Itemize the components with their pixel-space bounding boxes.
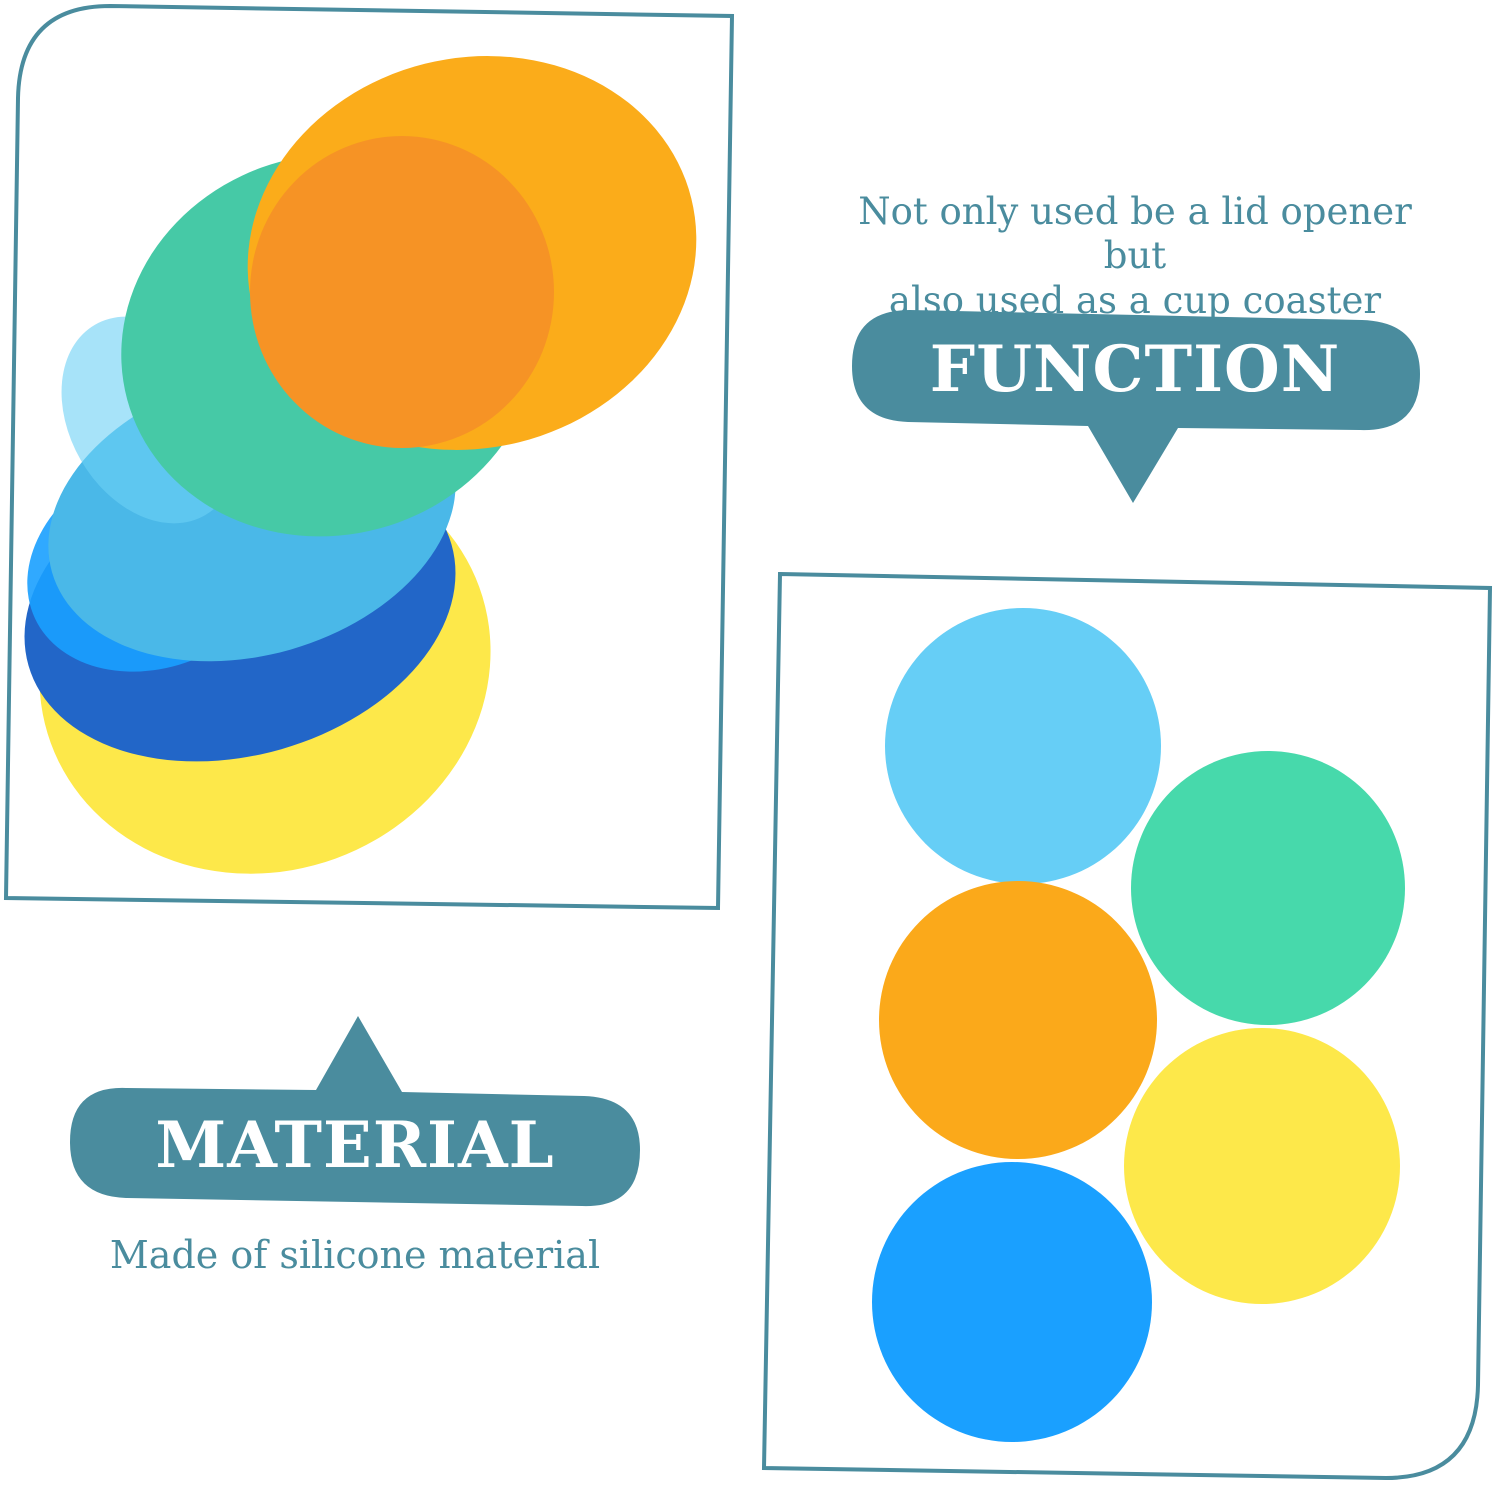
coaster-green: [1131, 751, 1405, 1025]
function-caption-line-2: also used as a cup coaster: [888, 278, 1382, 322]
coaster-yellow: [1124, 1028, 1400, 1304]
stacked-coasters: [24, 56, 697, 874]
individual-coasters: [872, 608, 1405, 1442]
material-caption: Made of silicone material: [109, 1233, 601, 1277]
function-caption: Not only used be a lid opener but also u…: [830, 190, 1440, 323]
function-badge: [852, 310, 1420, 503]
function-badge-label: FUNCTION: [929, 332, 1341, 407]
coaster-orange-overlap: [250, 136, 554, 448]
coaster-blue: [872, 1162, 1152, 1442]
material-badge: [70, 1016, 640, 1207]
coaster-orange: [879, 881, 1157, 1159]
coaster-skyblue: [885, 608, 1161, 884]
material-badge-label: MATERIAL: [155, 1108, 555, 1183]
function-caption-line-1: Not only used be a lid opener but: [858, 190, 1412, 278]
